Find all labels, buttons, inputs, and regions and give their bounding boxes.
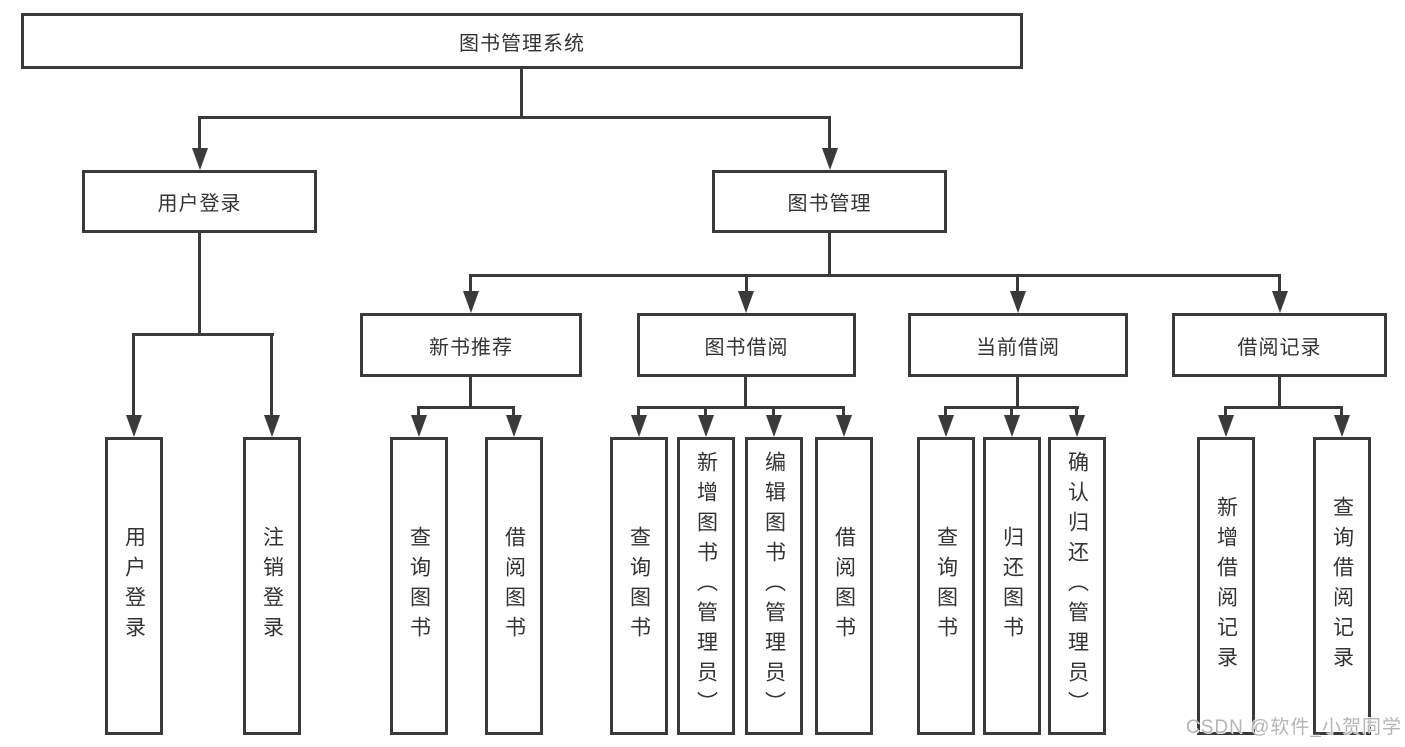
node-current-borrow: 当前借阅 [908,313,1128,377]
leaf-query-books: 查询图书 [390,437,448,735]
connector-line [637,406,845,409]
connector-line [828,116,831,165]
leaf-user-login: 用户登录 [105,437,163,735]
connector-arrow [1218,415,1234,437]
connector-line [417,406,515,409]
connector-line [1278,274,1281,307]
connector-line [270,333,273,431]
connector-arrow [1004,415,1020,437]
leaf-query-books: 查询图书 [610,437,668,735]
connector-arrow [1272,291,1288,313]
leaf-confirm-return-admin: 确认归还（管理员） [1048,437,1106,735]
connector-line [198,116,201,165]
leaf-add-book-admin: 新增图书（管理员） [677,437,735,735]
node-book-borrow: 图书借阅 [637,313,856,377]
leaf-return-books: 归还图书 [983,437,1041,735]
leaf-borrow-books: 借阅图书 [815,437,873,735]
connector-line [745,274,748,307]
node-library-management-system: 图书管理系统 [21,13,1023,69]
connector-arrow [738,291,754,313]
connector-line [198,233,201,335]
connector-arrow [506,415,522,437]
leaf-add-borrow-record: 新增借阅记录 [1197,437,1255,735]
connector-arrow [463,291,479,313]
connector-arrow [126,415,142,437]
node-book-management: 图书管理 [712,170,947,233]
connector-line [469,274,1281,277]
connector-line [469,274,472,307]
connector-arrow [1334,415,1350,437]
connector-arrow [1069,415,1085,437]
node-user-login: 用户登录 [82,170,317,233]
node-new-book-recommend: 新书推荐 [360,313,582,377]
connector-arrow [631,415,647,437]
connector-line [132,333,135,431]
connector-line [1016,274,1019,307]
leaf-borrow-books: 借阅图书 [485,437,543,735]
connector-arrow [698,415,714,437]
leaf-logout: 注销登录 [243,437,301,735]
connector-line [469,377,472,408]
csdn-watermark: CSDN @软件_小贺同学 [1186,717,1402,738]
connector-arrow [264,415,280,437]
connector-line [198,116,831,119]
connector-arrow [766,415,782,437]
connector-line [1016,377,1019,408]
connector-arrow [938,415,954,437]
connector-arrow [822,148,838,170]
connector-line [828,233,831,277]
leaf-edit-book-admin: 编辑图书（管理员） [745,437,803,735]
leaf-query-books: 查询图书 [917,437,975,735]
connector-line [1224,406,1343,409]
connector-arrow [192,148,208,170]
connector-line [132,333,274,336]
connector-line [520,67,523,118]
leaf-query-borrow-record: 查询借阅记录 [1313,437,1371,735]
connector-arrow [411,415,427,437]
connector-line [1278,377,1281,408]
connector-line [744,377,747,408]
node-borrow-records: 借阅记录 [1172,313,1387,377]
connector-arrow [1010,291,1026,313]
connector-arrow [836,415,852,437]
